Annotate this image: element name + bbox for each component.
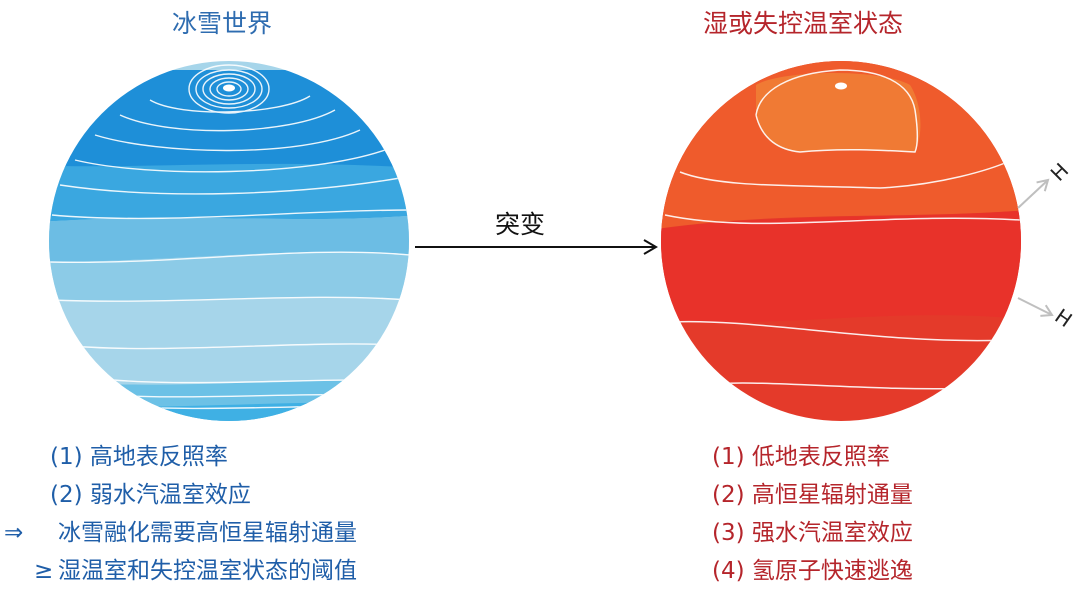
ice-world-globe	[49, 61, 409, 421]
greenhouse-property-2: (2) 高恒星辐射通量	[712, 482, 913, 508]
hot-world-globe	[661, 61, 1021, 421]
greenhouse-property-3: (3) 强水汽温室效应	[712, 520, 913, 546]
ice-threshold-text: 湿温室和失控温室状态的阈值	[58, 558, 357, 584]
geq-symbol: ≥	[34, 558, 54, 584]
ice-property-2: (2) 弱水汽温室效应	[50, 482, 251, 508]
implies-symbol: ⇒	[4, 520, 24, 546]
hydrogen-escape-arrows	[1017, 178, 1054, 317]
greenhouse-property-1: (1) 低地表反照率	[712, 444, 890, 470]
transition-label: 突变	[495, 210, 546, 239]
ice-conclusion: ⇒ 冰雪融化需要高恒星辐射通量	[0, 514, 357, 552]
ice-world-properties: (1) 高地表反照率 (2) 弱水汽温室效应 ⇒ 冰雪融化需要高恒星辐射通量 ≥…	[0, 438, 357, 590]
greenhouse-properties: (1) 低地表反照率 (2) 高恒星辐射通量 (3) 强水汽温室效应 (4) 氢…	[712, 438, 913, 590]
ice-threshold: ≥ 湿温室和失控温室状态的阈值	[0, 552, 357, 590]
ice-property-1: (1) 高地表反照率	[50, 444, 228, 470]
escape-arrow-lower	[1017, 297, 1054, 317]
ice-conclusion-text: 冰雪融化需要高恒星辐射通量	[58, 520, 357, 546]
greenhouse-title: 湿或失控温室状态	[703, 9, 904, 38]
escape-arrow-upper	[1017, 178, 1050, 209]
greenhouse-property-4: (4) 氢原子快速逃逸	[712, 558, 913, 584]
ice-world-title: 冰雪世界	[172, 9, 273, 38]
